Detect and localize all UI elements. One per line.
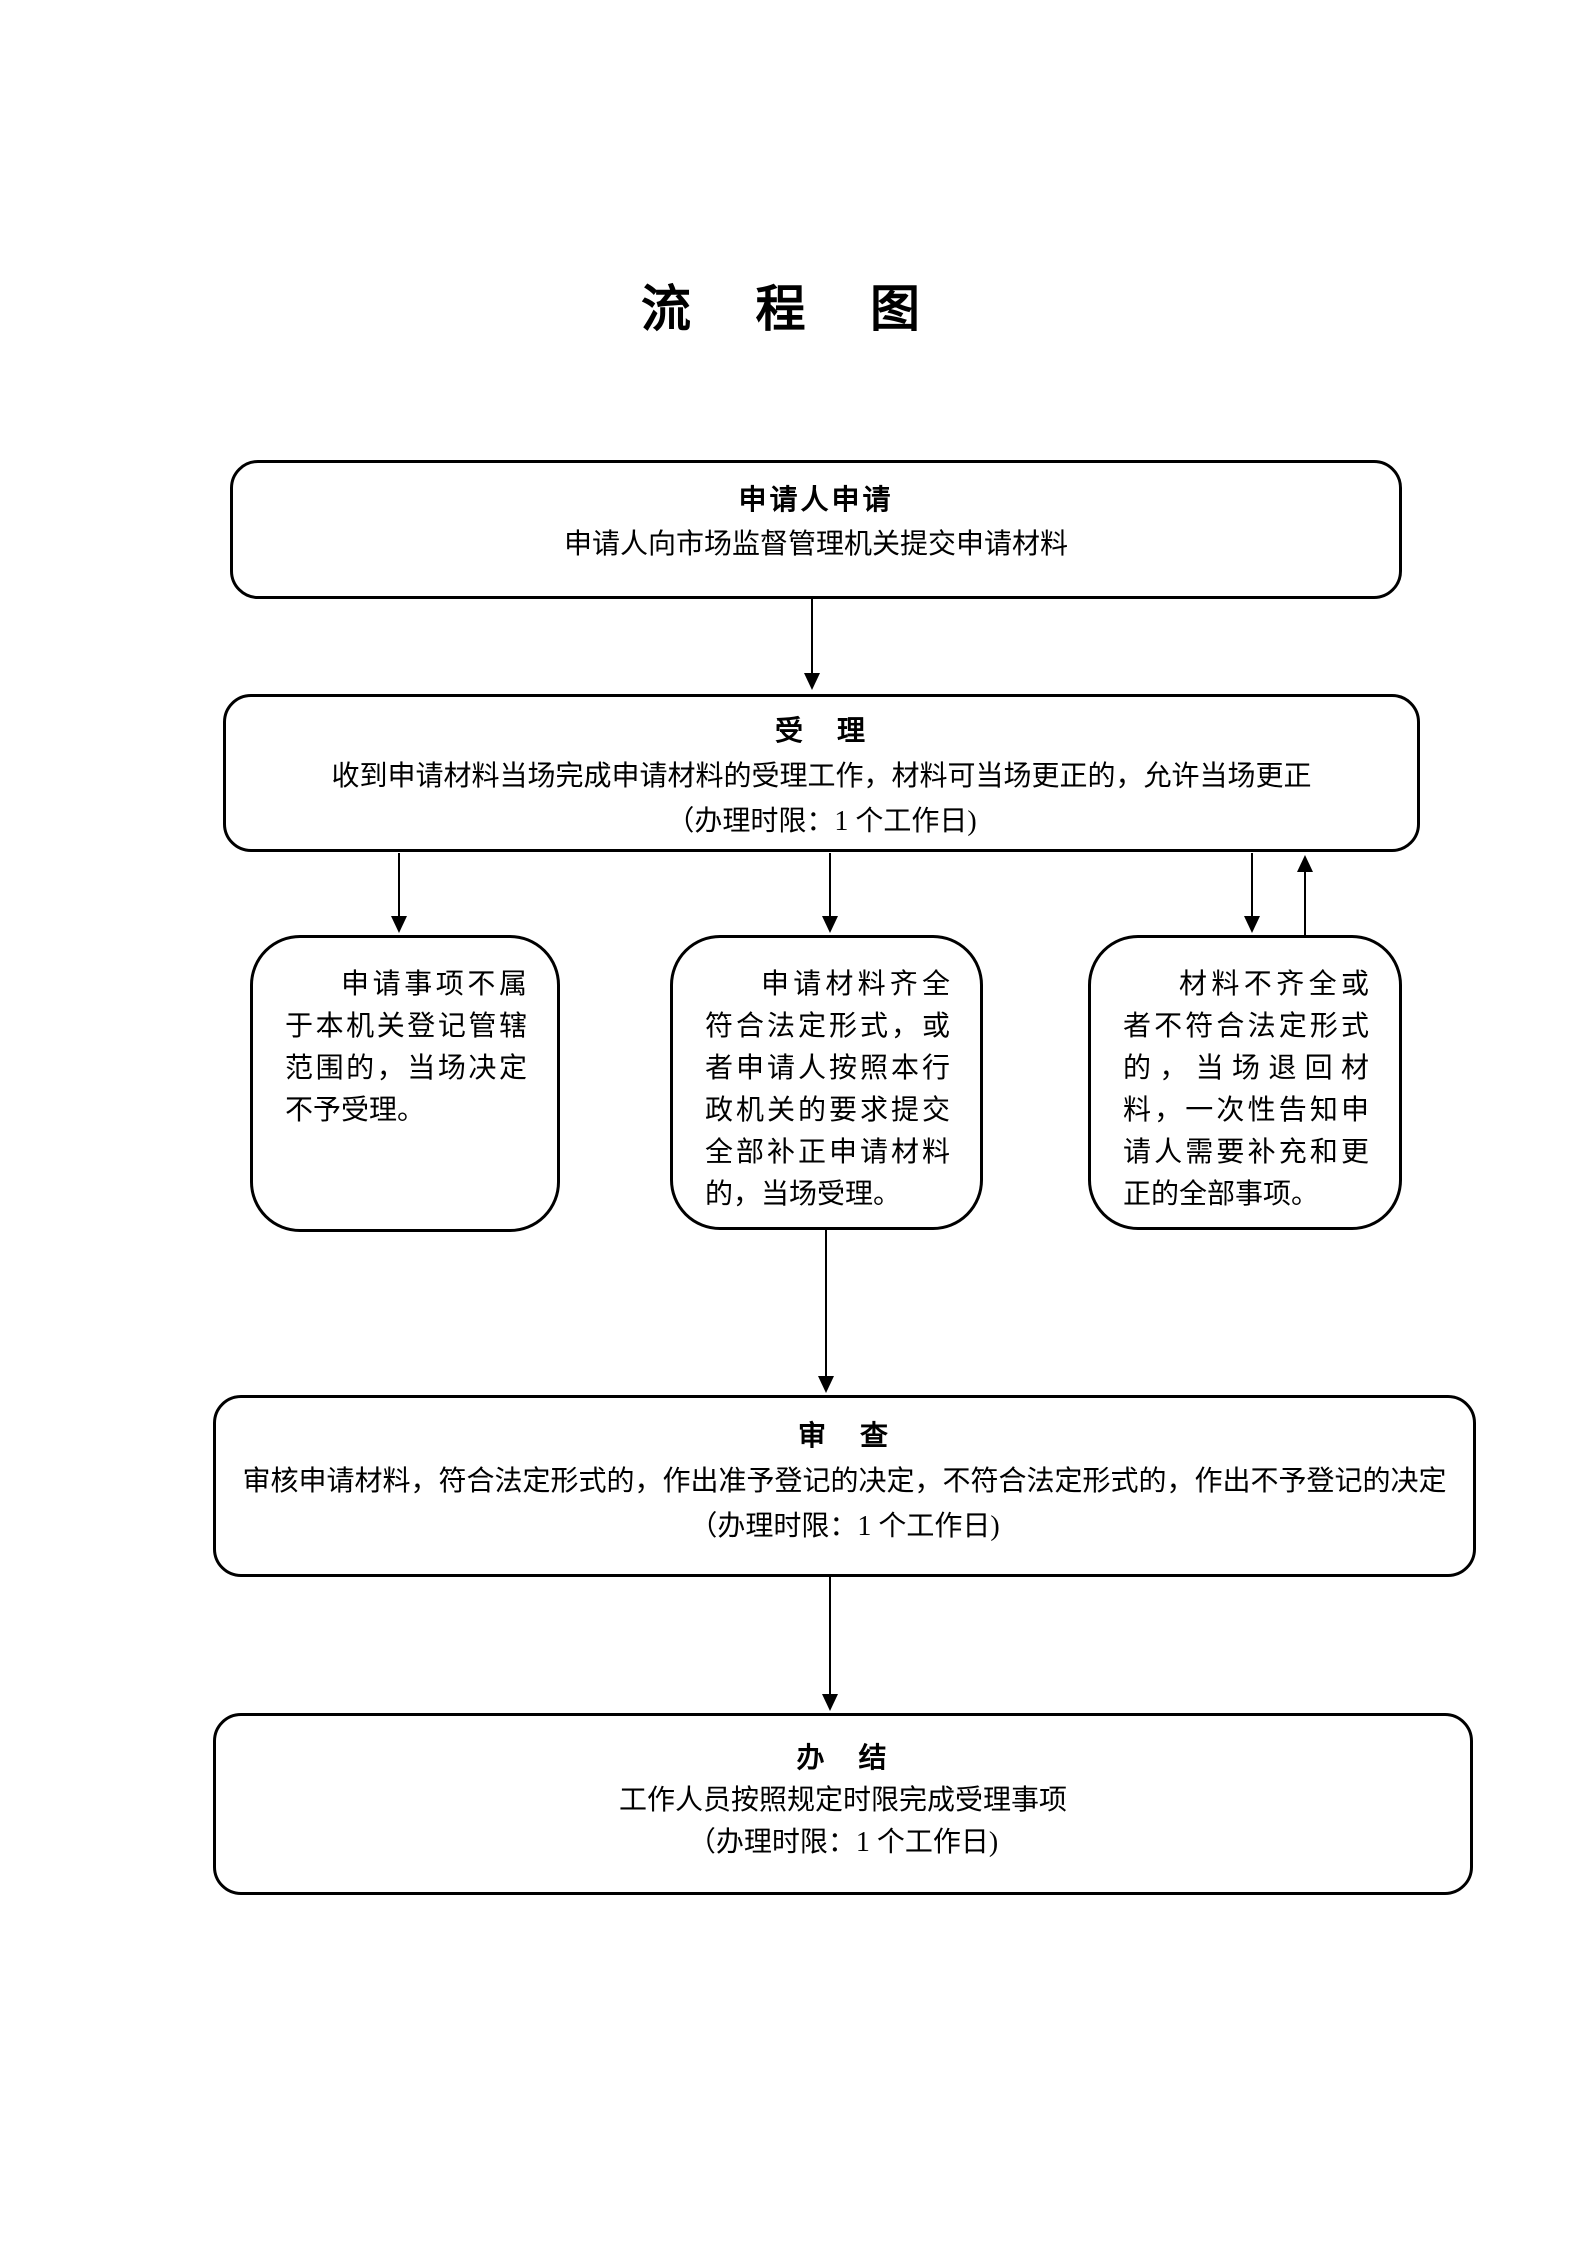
flow-box-accept-title: 受 理 bbox=[774, 716, 868, 747]
arrow-accept-to-not-accepted-icon bbox=[391, 853, 407, 933]
flow-box-not-accepted-body: 申请事项不属于本机关登记管辖范围的，当场决定不予受理。 bbox=[285, 969, 527, 1126]
arrow-head-down-icon bbox=[822, 1694, 838, 1711]
flow-box-incomplete-body: 材料不齐全或者不符合法定形式的，当场退回材料，一次性告知申请人需要补充和更正的全… bbox=[1123, 969, 1369, 1210]
arrow-accept-to-accepted-on-spot-icon bbox=[822, 853, 838, 933]
arrow-head-down-icon bbox=[822, 916, 838, 933]
arrow-head-down-icon bbox=[804, 673, 820, 690]
arrow-shaft bbox=[398, 853, 400, 917]
flow-box-review-title: 审 查 bbox=[797, 1421, 891, 1452]
flow-box-accept-time-limit: （办理时限：1 个工作日) bbox=[666, 806, 977, 837]
flow-box-apply-body: 申请人向市场监督管理机关提交申请材料 bbox=[563, 529, 1068, 560]
arrow-incomplete-to-accept-icon bbox=[1297, 855, 1313, 935]
page-title: 流 程 图 bbox=[641, 281, 946, 337]
arrow-shaft bbox=[1251, 853, 1253, 917]
arrow-head-down-icon bbox=[1244, 916, 1260, 933]
arrow-shaft bbox=[829, 853, 831, 917]
arrow-accepted-on-spot-to-review-icon bbox=[818, 1230, 834, 1393]
flow-box-apply: 申请人申请 申请人向市场监督管理机关提交申请材料 bbox=[230, 460, 1402, 599]
flow-box-accepted-on-spot: 申请材料齐全符合法定形式，或者申请人按照本行政机关的要求提交全部补正申请材料的，… bbox=[670, 935, 983, 1230]
arrow-head-down-icon bbox=[391, 916, 407, 933]
flow-box-complete-title: 办 结 bbox=[796, 1743, 890, 1774]
flow-box-complete: 办 结 工作人员按照规定时限完成受理事项 （办理时限：1 个工作日) bbox=[213, 1713, 1473, 1895]
arrow-head-up-icon bbox=[1297, 855, 1313, 872]
flow-box-review-body: 审核申请材料，符合法定形式的，作出准予登记的决定，不符合法定形式的，作出不予登记… bbox=[242, 1466, 1447, 1497]
flow-box-review-time-limit: （办理时限：1 个工作日) bbox=[689, 1511, 1000, 1542]
arrow-review-to-complete-icon bbox=[822, 1577, 838, 1711]
flow-box-accepted-on-spot-body: 申请材料齐全符合法定形式，或者申请人按照本行政机关的要求提交全部补正申请材料的，… bbox=[705, 969, 950, 1210]
flow-box-not-accepted: 申请事项不属于本机关登记管辖范围的，当场决定不予受理。 bbox=[250, 935, 560, 1232]
flow-box-accept: 受 理 收到申请材料当场完成申请材料的受理工作，材料可当场更正的，允许当场更正 … bbox=[223, 694, 1420, 852]
arrow-shaft bbox=[811, 599, 813, 674]
arrow-shaft bbox=[1304, 871, 1306, 935]
flow-box-complete-time-limit: （办理时限：1 个工作日) bbox=[687, 1827, 999, 1858]
arrow-head-down-icon bbox=[818, 1376, 834, 1393]
arrow-apply-to-accept-icon bbox=[804, 599, 820, 690]
arrow-shaft bbox=[825, 1230, 827, 1377]
flow-box-complete-body: 工作人员按照规定时限完成受理事项 bbox=[618, 1785, 1067, 1816]
flow-box-accept-body: 收到申请材料当场完成申请材料的受理工作，材料可当场更正的，允许当场更正 bbox=[331, 761, 1312, 792]
arrow-shaft bbox=[829, 1577, 831, 1695]
arrow-accept-to-incomplete-icon bbox=[1244, 853, 1260, 933]
flow-box-review: 审 查 审核申请材料，符合法定形式的，作出准予登记的决定，不符合法定形式的，作出… bbox=[213, 1395, 1476, 1577]
flow-box-incomplete: 材料不齐全或者不符合法定形式的，当场退回材料，一次性告知申请人需要补充和更正的全… bbox=[1088, 935, 1402, 1230]
flow-box-apply-title: 申请人申请 bbox=[738, 485, 894, 516]
